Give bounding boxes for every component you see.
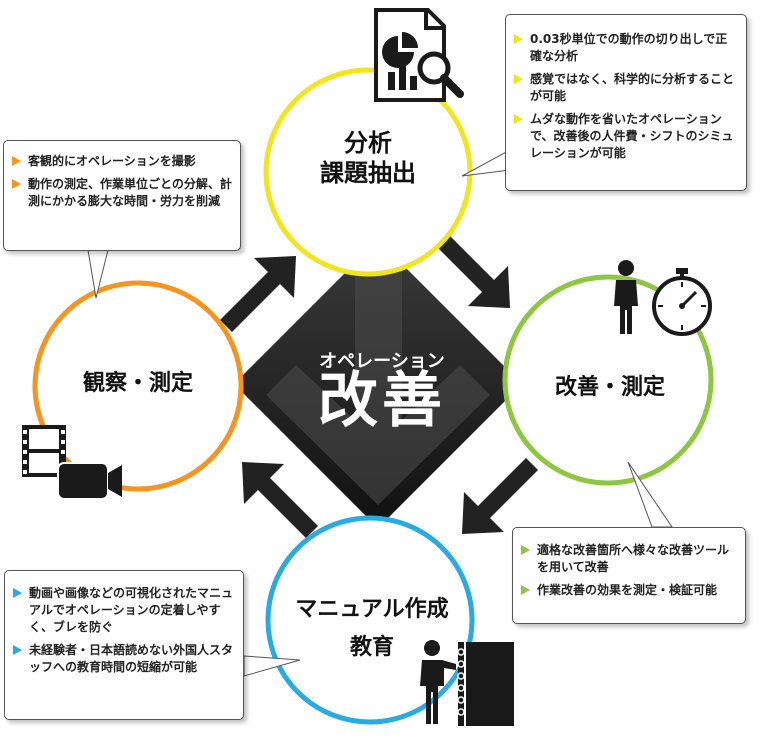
callout-analysis-item: ムダな動作を省いたオペレーションで、改善後の人件費・シフトのシミュレーションが可… <box>514 111 738 162</box>
callout-observe-item: 動作の測定、作業単位ごとの分解、計測にかかる膨大な時間・労力を削減 <box>12 176 232 210</box>
bullet-triangle-icon <box>514 114 523 124</box>
center-subtitle: オペレーション <box>319 351 445 372</box>
callout-education-item: 未経験者・日本語読めない外国人スタッフへの教育時間の短縮が可能 <box>13 642 235 676</box>
callout-observe-item: 客観的にオペレーションを撮影 <box>12 153 232 170</box>
callout-improve-item: 作業改善の効果を測定・検証可能 <box>521 582 737 599</box>
document-analysis-icon <box>374 8 464 102</box>
analysis-label-line1: 分析 <box>344 129 392 157</box>
circle-observe <box>32 280 244 492</box>
bullet-triangle-icon <box>12 156 21 166</box>
education-label: マニュアル作成 教育 <box>272 596 472 661</box>
stopwatch-person-icon <box>614 260 712 336</box>
bullet-triangle-icon <box>514 34 523 44</box>
callout-education: 動画や画像などの可視化されたマニュアルでオペレーションの定着しやすく、ブレを防ぐ… <box>4 570 244 720</box>
callout-pointer-education <box>243 655 301 677</box>
circle-education <box>265 515 475 725</box>
improve-label: 改善・測定 <box>530 374 690 402</box>
callout-analysis-item: 0.03秒単位での動作の切り出しで正確な分析 <box>514 31 738 65</box>
callout-education-item: 動画や画像などの可視化されたマニュアルでオペレーションの定着しやすく、ブレを防ぐ <box>13 585 235 636</box>
improve-label-line1: 改善・測定 <box>554 375 665 400</box>
bullet-triangle-icon <box>12 179 21 189</box>
arrow-improve-to-education <box>462 458 538 534</box>
bullet-triangle-icon <box>13 645 22 655</box>
education-label-line1: マニュアル作成 <box>295 597 449 622</box>
callout-analysis: 0.03秒単位での動作の切り出しで正確な分析 感覚ではなく、科学的に分析すること… <box>505 14 747 191</box>
observe-label-line1: 観察・測定 <box>82 371 193 396</box>
bullet-triangle-icon <box>13 588 22 598</box>
analysis-label: 分析 課題抽出 <box>288 128 448 188</box>
education-label-line2: 教育 <box>349 634 394 660</box>
teacher-board-icon <box>420 640 514 726</box>
video-camera-icon <box>22 425 122 500</box>
arrow-analysis-to-improve <box>434 232 510 308</box>
circle-improve <box>502 274 714 486</box>
callout-improve: 適格な改善箇所へ様々な改善ツールを用いて改善 作業改善の効果を測定・検証可能 <box>512 527 746 624</box>
observe-label: 観察・測定 <box>58 370 218 398</box>
bullet-triangle-icon <box>521 585 530 595</box>
center-title: 改善 <box>318 366 446 436</box>
callout-improve-item: 適格な改善箇所へ様々な改善ツールを用いて改善 <box>521 542 737 576</box>
callout-analysis-item: 感覚ではなく、科学的に分析することが可能 <box>514 71 738 105</box>
analysis-label-line2: 課題抽出 <box>320 159 416 187</box>
arrow-education-to-observe <box>242 462 318 538</box>
arrow-observe-to-analysis <box>220 256 296 332</box>
center-chevron <box>266 270 490 505</box>
bullet-triangle-icon <box>514 74 523 84</box>
bullet-triangle-icon <box>521 545 530 555</box>
callout-observe: 客観的にオペレーションを撮影 動作の測定、作業単位ごとの分解、計測にかかる膨大な… <box>3 140 241 251</box>
